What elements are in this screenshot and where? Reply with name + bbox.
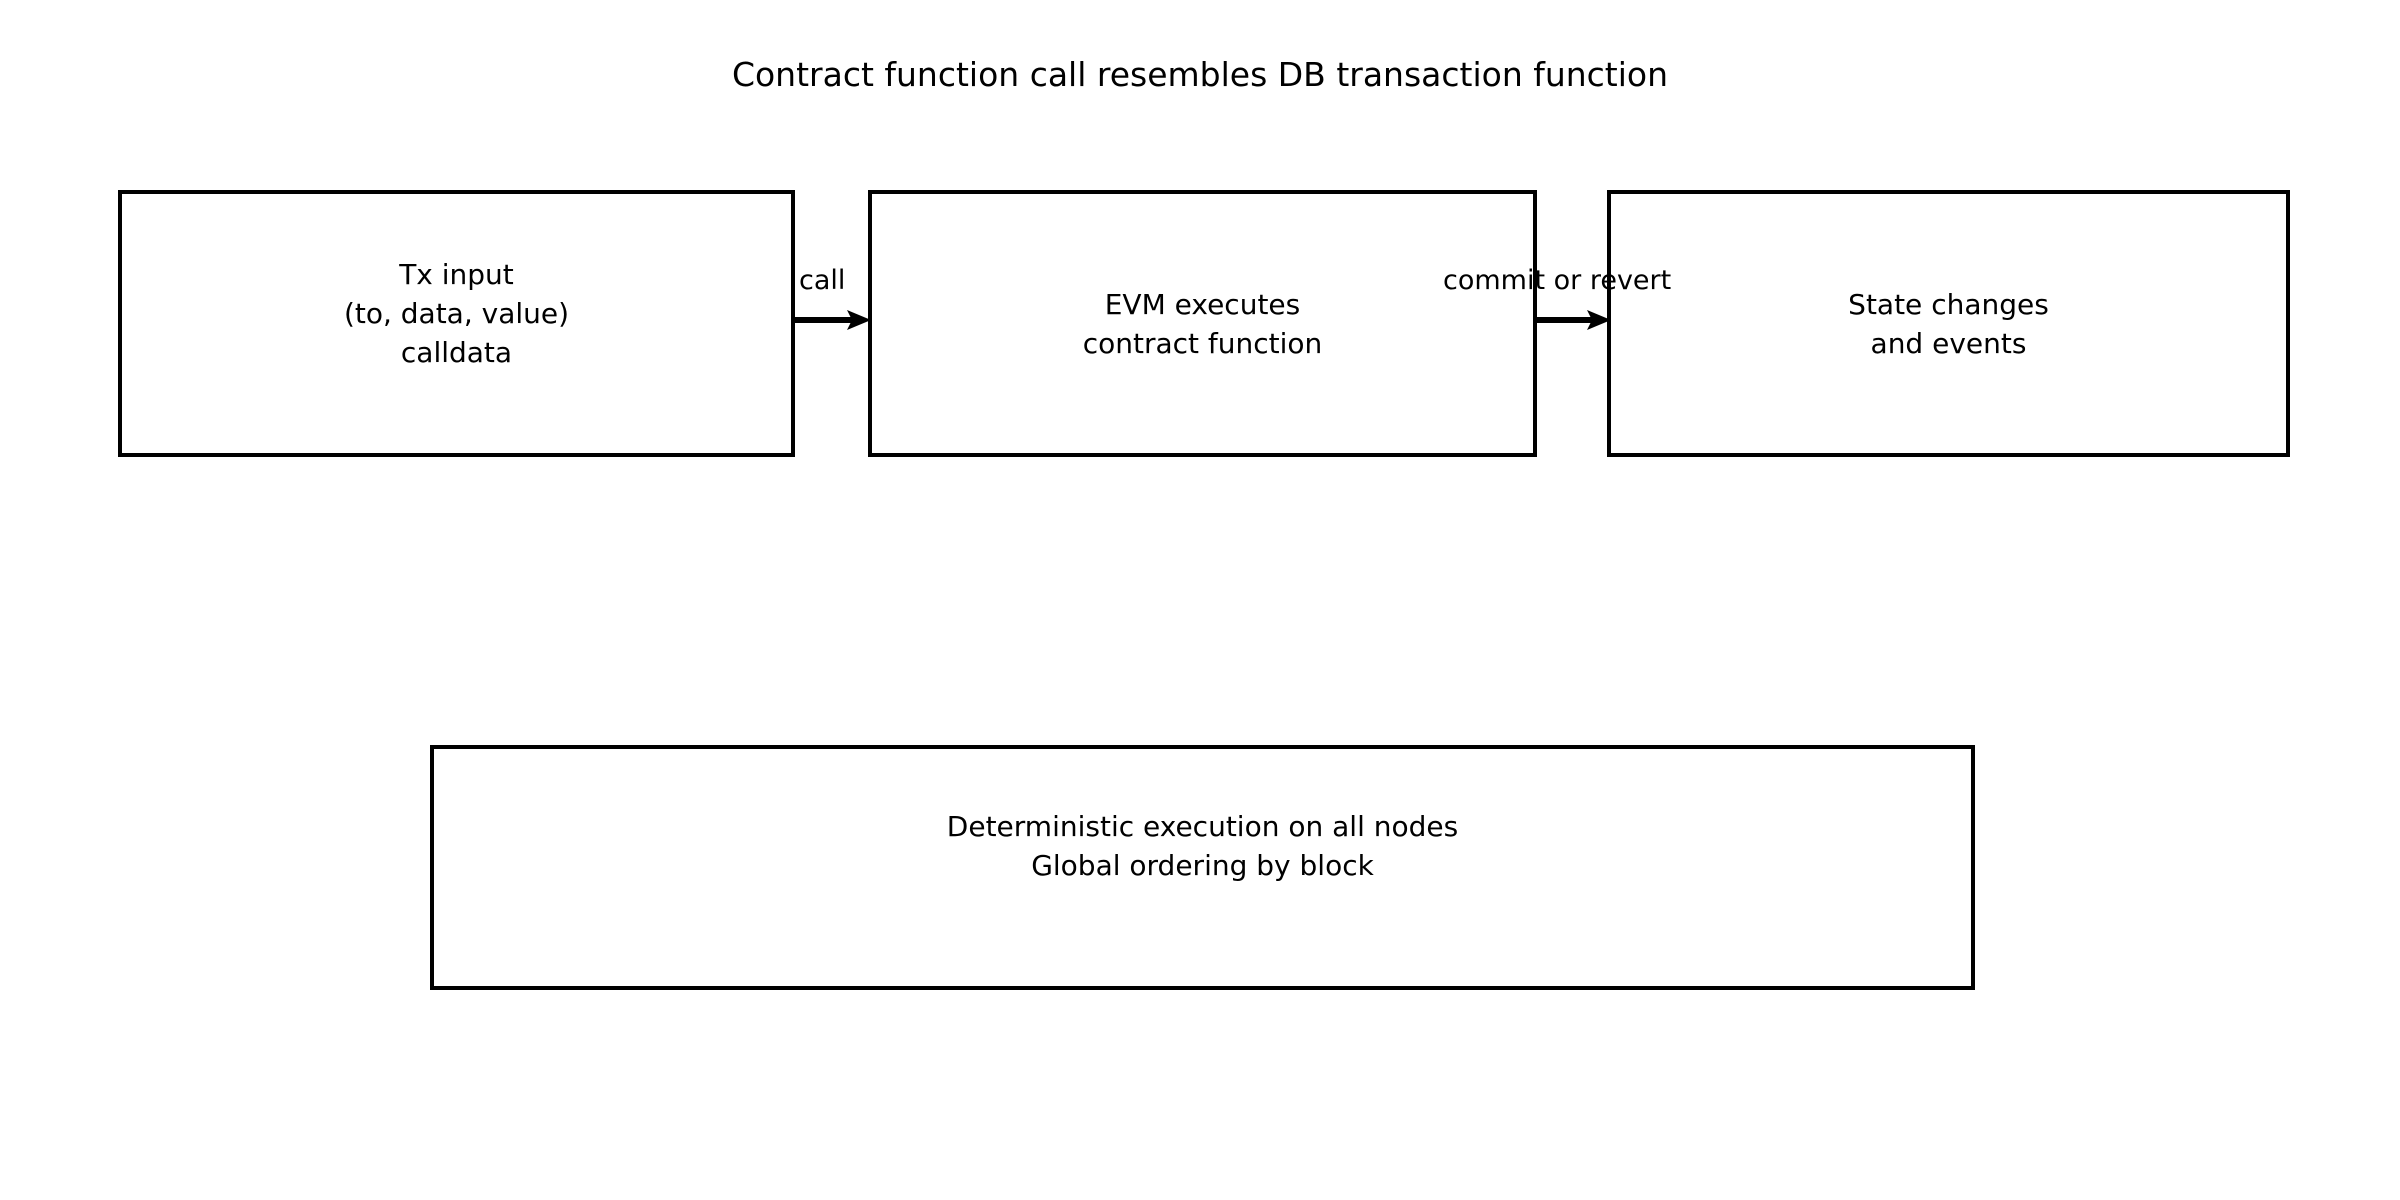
node-state-changes: State changes and events	[1607, 190, 2290, 457]
arrow-right-icon-commit-revert	[1537, 310, 1611, 330]
node-guarantees: Deterministic execution on all nodes Glo…	[430, 745, 1975, 990]
edge-label-call: call	[799, 265, 846, 296]
arrow-right-icon-call	[795, 310, 871, 330]
edge-label-commit-or-revert: commit or revert	[1443, 265, 1672, 296]
node-evm: EVM executes contract function	[868, 190, 1537, 457]
node-tx-input-label: Tx input (to, data, value) calldata	[343, 258, 570, 369]
node-state-changes-label: State changes and events	[1848, 287, 2049, 360]
page-title: Contract function call resembles DB tran…	[731, 55, 1669, 94]
node-tx-input: Tx input (to, data, value) calldata	[118, 190, 795, 457]
node-evm-label: EVM executes contract function	[1082, 287, 1323, 360]
node-guarantees-label: Deterministic execution on all nodes Glo…	[946, 809, 1459, 882]
